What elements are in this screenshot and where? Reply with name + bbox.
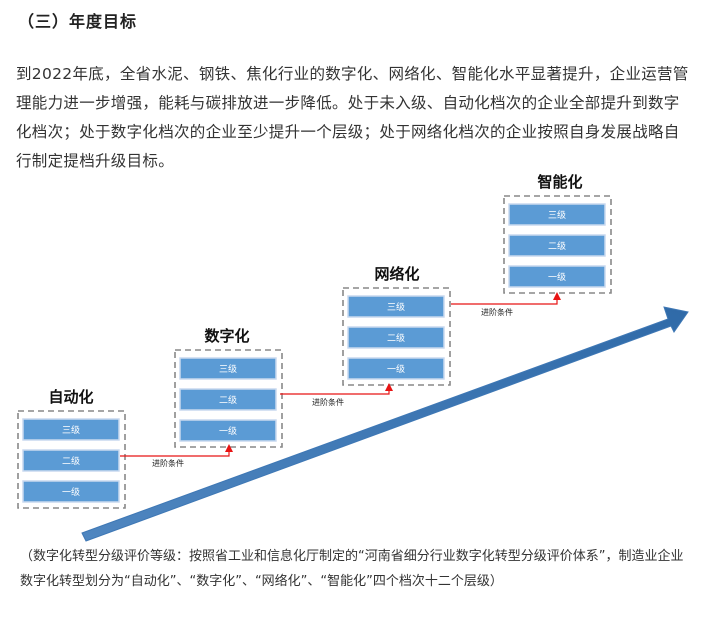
connector-arrowhead [553,292,561,300]
tier-label: 一级 [62,486,80,498]
connector-arrowhead [225,444,233,452]
tier-box [22,418,120,441]
connector-line [280,389,390,395]
level-title: 网络化 [374,265,419,283]
tier-label: 二级 [62,455,80,467]
tier-label: 一级 [219,425,237,437]
tier-label: 二级 [548,240,566,252]
tier-box [179,388,277,411]
tier-box [508,234,606,257]
tier-label: 一级 [548,271,566,283]
tier-label: 一级 [387,363,405,375]
tier-box [508,265,606,288]
advance-connector-3: 进阶条件 [451,292,561,317]
connector-line [451,298,558,305]
tier-box [22,449,120,472]
tier-label: 三级 [548,209,566,221]
connector-arrowhead [385,383,393,391]
tier-label: 三级 [219,363,237,375]
section-title: （三）年度目标 [18,12,138,31]
level-dashed-border [174,349,283,448]
tier-box [22,480,120,503]
advance-condition-label: 进阶条件 [152,458,184,468]
level-title: 自动化 [48,388,93,406]
tier-box [508,203,606,226]
advance-connector-2: 进阶条件 [280,383,393,407]
body-paragraph: 到2022年底，全省水泥、钢铁、焦化行业的数字化、网络化、智能化水平显著提升，企… [16,65,689,170]
level-title: 智能化 [537,173,582,191]
caption-note: （数字化转型分级评价等级：按照省工业和信息化厅制定的“河南省细分行业数字化转型分… [20,549,684,589]
progress-arrow [81,306,689,542]
tier-box [179,419,277,442]
tier-label: 三级 [387,301,405,313]
tier-label: 二级 [219,394,237,406]
advance-condition-label: 进阶条件 [481,307,513,317]
advance-connector-1: 进阶条件 [120,444,233,468]
tier-box [347,357,445,380]
advance-condition-label: 进阶条件 [312,397,344,407]
tier-box [179,357,277,380]
level-title: 数字化 [204,327,249,345]
level-dashed-border [503,195,612,294]
tier-box [347,295,445,318]
level-dashed-border [342,287,451,386]
connector-line [120,450,230,457]
level-dashed-border [17,410,126,509]
tier-label: 三级 [62,424,80,436]
tier-box [347,326,445,349]
tier-label: 二级 [387,332,405,344]
